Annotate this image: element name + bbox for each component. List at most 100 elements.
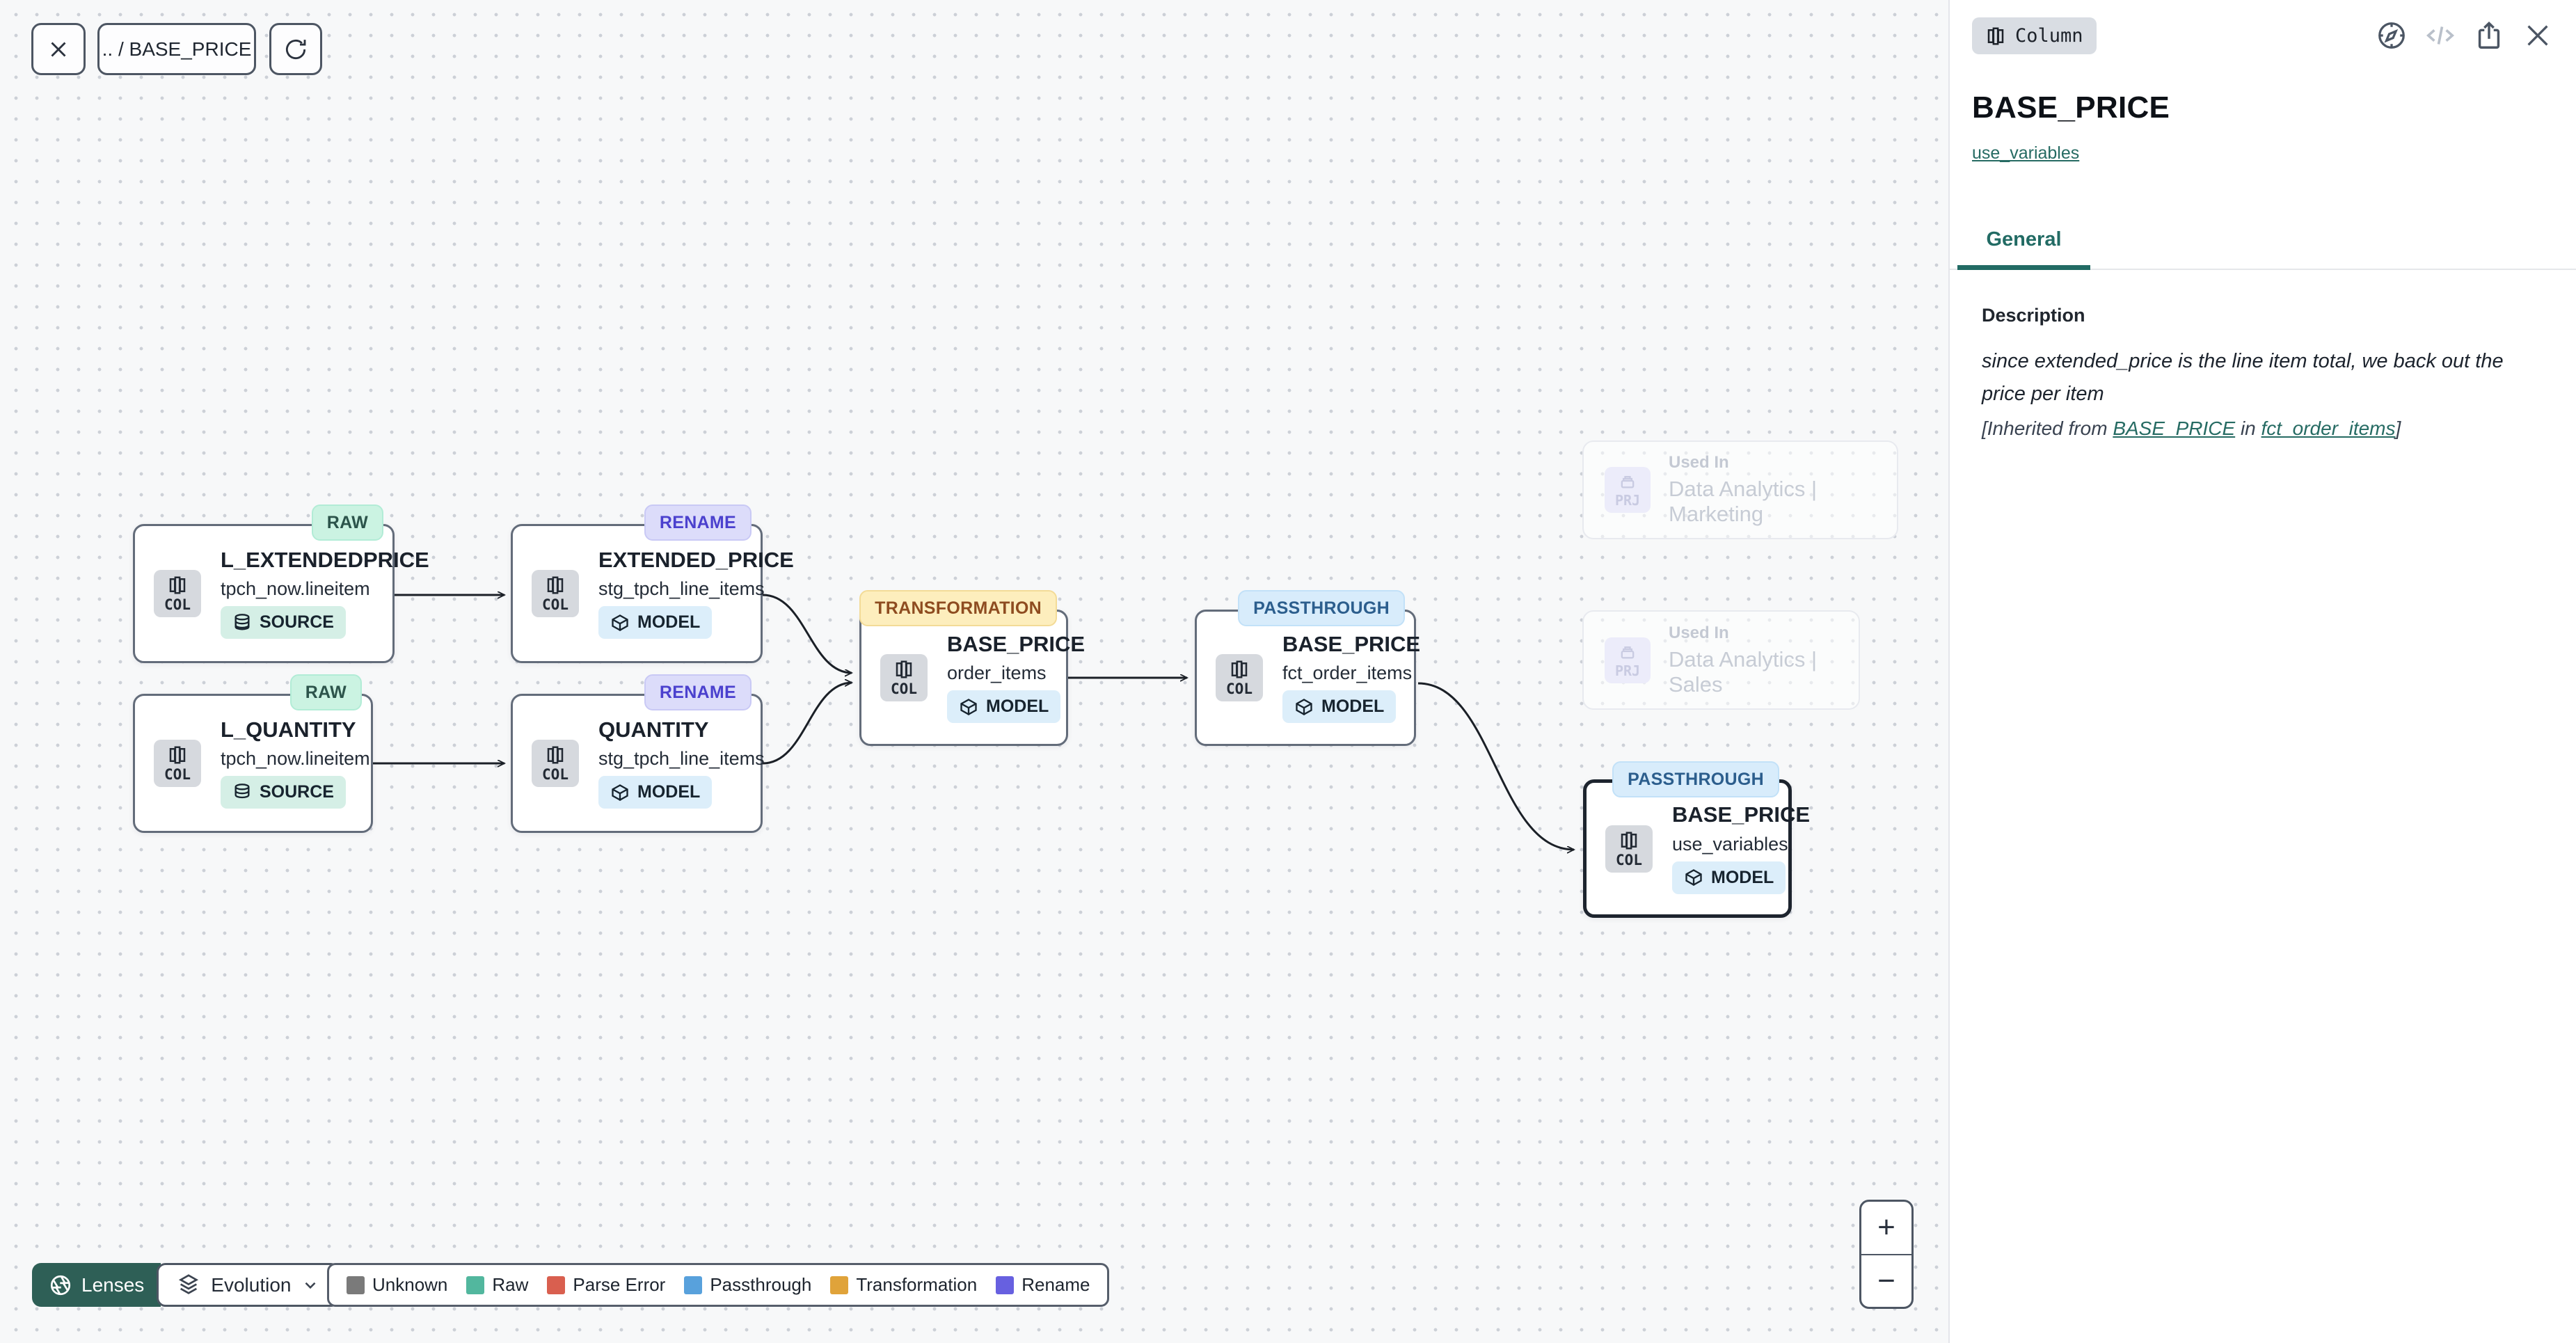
kind-label: MODEL: [637, 612, 701, 633]
node-subtitle: use_variables: [1672, 833, 1788, 855]
node-base-price-use-variables-selected[interactable]: PASSTHROUGH COL BASE_PRICE use_variables…: [1583, 761, 1810, 918]
project-icon: [1621, 646, 1635, 658]
column-kind-box: COL: [532, 570, 579, 617]
node-l-quantity[interactable]: RAW COL L_QUANTITY tpch_now.lineitem SOU…: [133, 674, 373, 833]
columns-icon: [547, 576, 564, 594]
close-lineage-button[interactable]: [31, 23, 86, 75]
legend-item-transformation: Transformation: [830, 1274, 977, 1296]
tag-badge-rename: RENAME: [644, 504, 752, 541]
cube-icon: [960, 699, 977, 715]
node-l-extendedprice[interactable]: RAW COL L_EXTENDEDPRICE tpch_now.lineite…: [133, 504, 429, 663]
column-kind-label: COL: [542, 766, 569, 783]
node-subtitle: fct_order_items: [1282, 662, 1413, 684]
node-subtitle: order_items: [947, 662, 1047, 684]
node-title: EXTENDED_PRICE: [598, 547, 794, 572]
columns-icon: [169, 746, 186, 764]
tag-badge-raw: RAW: [289, 674, 362, 710]
column-kind-label: COL: [891, 681, 917, 697]
kind-label: MODEL: [1711, 867, 1774, 887]
project-icon: [1621, 476, 1635, 488]
ghost-node-used-in-marketing[interactable]: PRJ Used In Data Analytics | Marketing: [1582, 440, 1898, 539]
node-subtitle: stg_tpch_line_items: [598, 748, 765, 770]
database-icon: [234, 614, 250, 630]
column-kind-box: COL: [532, 740, 579, 787]
legend-swatch: [466, 1276, 485, 1294]
tag-badge-passthrough: PASSTHROUGH: [1612, 761, 1779, 797]
node-title: BASE_PRICE: [1282, 631, 1421, 656]
share-icon[interactable]: [2473, 19, 2505, 51]
ghost-node-used-in-sales[interactable]: PRJ Used In Data Analytics | Sales: [1582, 610, 1860, 710]
ghost-node-title: Used In: [1669, 623, 1729, 642]
model-badge: MODEL: [1282, 690, 1397, 724]
legend-item-parse-error: Parse Error: [547, 1274, 665, 1296]
column-kind-label: COL: [542, 596, 569, 613]
zoom-in-button[interactable]: +: [1861, 1202, 1911, 1255]
lineage-canvas[interactable]: .. / BASE_PRICE PRJ Used In Data Analyti…: [0, 0, 1948, 1343]
model-badge: MODEL: [598, 606, 713, 639]
ghost-node-subtitle: Data Analytics | Marketing: [1669, 477, 1818, 526]
chevron-down-icon: [305, 1282, 316, 1289]
details-panel: Column BASE_PRICE use_variables General …: [1948, 0, 2576, 1343]
lenses-button[interactable]: Lenses: [32, 1263, 161, 1307]
active-tab-indicator: [1957, 265, 2090, 270]
code-icon: [2426, 26, 2454, 45]
database-icon: [234, 784, 250, 799]
node-base-price-order-items[interactable]: TRANSFORMATION COL BASE_PRICE order_item…: [859, 590, 1085, 746]
layers-icon: [179, 1273, 199, 1294]
legend-swatch: [996, 1276, 1015, 1294]
lineage-legend: Unknown Raw Parse Error Passthrough Tran…: [327, 1263, 1110, 1307]
breadcrumb[interactable]: .. / BASE_PRICE: [97, 23, 256, 75]
column-kind-box: COL: [1216, 654, 1263, 701]
entity-type-badge: Column: [1972, 17, 2097, 54]
column-kind-label: COL: [1616, 851, 1642, 868]
ghost-node-title: Used In: [1669, 453, 1729, 472]
project-icon-box: PRJ: [1605, 637, 1651, 683]
inherited-model-link[interactable]: fct_order_items: [2261, 418, 2396, 439]
legend-item-passthrough: Passthrough: [684, 1274, 811, 1296]
model-link[interactable]: use_variables: [1972, 143, 2080, 163]
compass-icon[interactable]: [2376, 19, 2408, 51]
legend-swatch: [684, 1276, 703, 1294]
tag-badge-passthrough: PASSTHROUGH: [1238, 590, 1405, 626]
node-quantity[interactable]: RENAME COL QUANTITY stg_tpch_line_items …: [511, 674, 765, 833]
source-badge: SOURCE: [221, 606, 346, 639]
tab-general[interactable]: General: [1986, 228, 2062, 251]
project-icon-label: PRJ: [1614, 662, 1641, 679]
inherited-column-link[interactable]: BASE_PRICE: [2113, 418, 2236, 439]
node-base-price-fct-order-items[interactable]: PASSTHROUGH COL BASE_PRICE fct_order_ite…: [1195, 590, 1420, 746]
ghost-node-subtitle: Data Analytics | Sales: [1669, 646, 1818, 697]
zoom-out-button[interactable]: −: [1877, 1263, 1895, 1298]
description-body: since extended_price is the line item to…: [1982, 350, 2504, 405]
column-kind-box: COL: [880, 654, 928, 701]
panel-tabbar: General: [1950, 209, 2576, 270]
cube-icon: [1296, 699, 1312, 715]
close-icon: [51, 41, 66, 57]
column-kind-label: COL: [164, 596, 191, 613]
refresh-button[interactable]: [269, 23, 322, 75]
legend-swatch: [830, 1276, 849, 1294]
column-kind-box: COL: [154, 740, 201, 787]
model-badge: MODEL: [598, 776, 713, 809]
lens-select[interactable]: Evolution: [157, 1263, 340, 1307]
model-badge: MODEL: [947, 690, 1061, 724]
columns-icon: [1231, 660, 1248, 678]
lenses-label: Lenses: [81, 1273, 145, 1296]
breadcrumb-label: .. / BASE_PRICE: [102, 38, 252, 60]
refresh-icon: [285, 39, 306, 59]
aperture-icon: [50, 1275, 71, 1295]
kind-label: SOURCE: [260, 612, 334, 633]
kind-label: MODEL: [1321, 697, 1385, 717]
tag-badge-raw: RAW: [311, 504, 383, 541]
node-title: L_EXTENDEDPRICE: [221, 547, 429, 572]
legend-item-raw: Raw: [466, 1274, 528, 1296]
node-extended-price[interactable]: RENAME COL EXTENDED_PRICE stg_tpch_line_…: [511, 504, 794, 663]
columns-icon: [1987, 27, 2004, 45]
description-inherited: [Inherited from BASE_PRICE in fct_order_…: [1982, 418, 2401, 439]
node-title: BASE_PRICE: [947, 631, 1086, 656]
legend-item-rename: Rename: [996, 1274, 1090, 1296]
node-subtitle: stg_tpch_line_items: [598, 578, 765, 600]
panel-title: BASE_PRICE: [1972, 90, 2170, 125]
column-kind-label: COL: [1226, 681, 1253, 697]
close-icon[interactable]: [2522, 19, 2554, 51]
cube-icon: [1685, 869, 1702, 887]
